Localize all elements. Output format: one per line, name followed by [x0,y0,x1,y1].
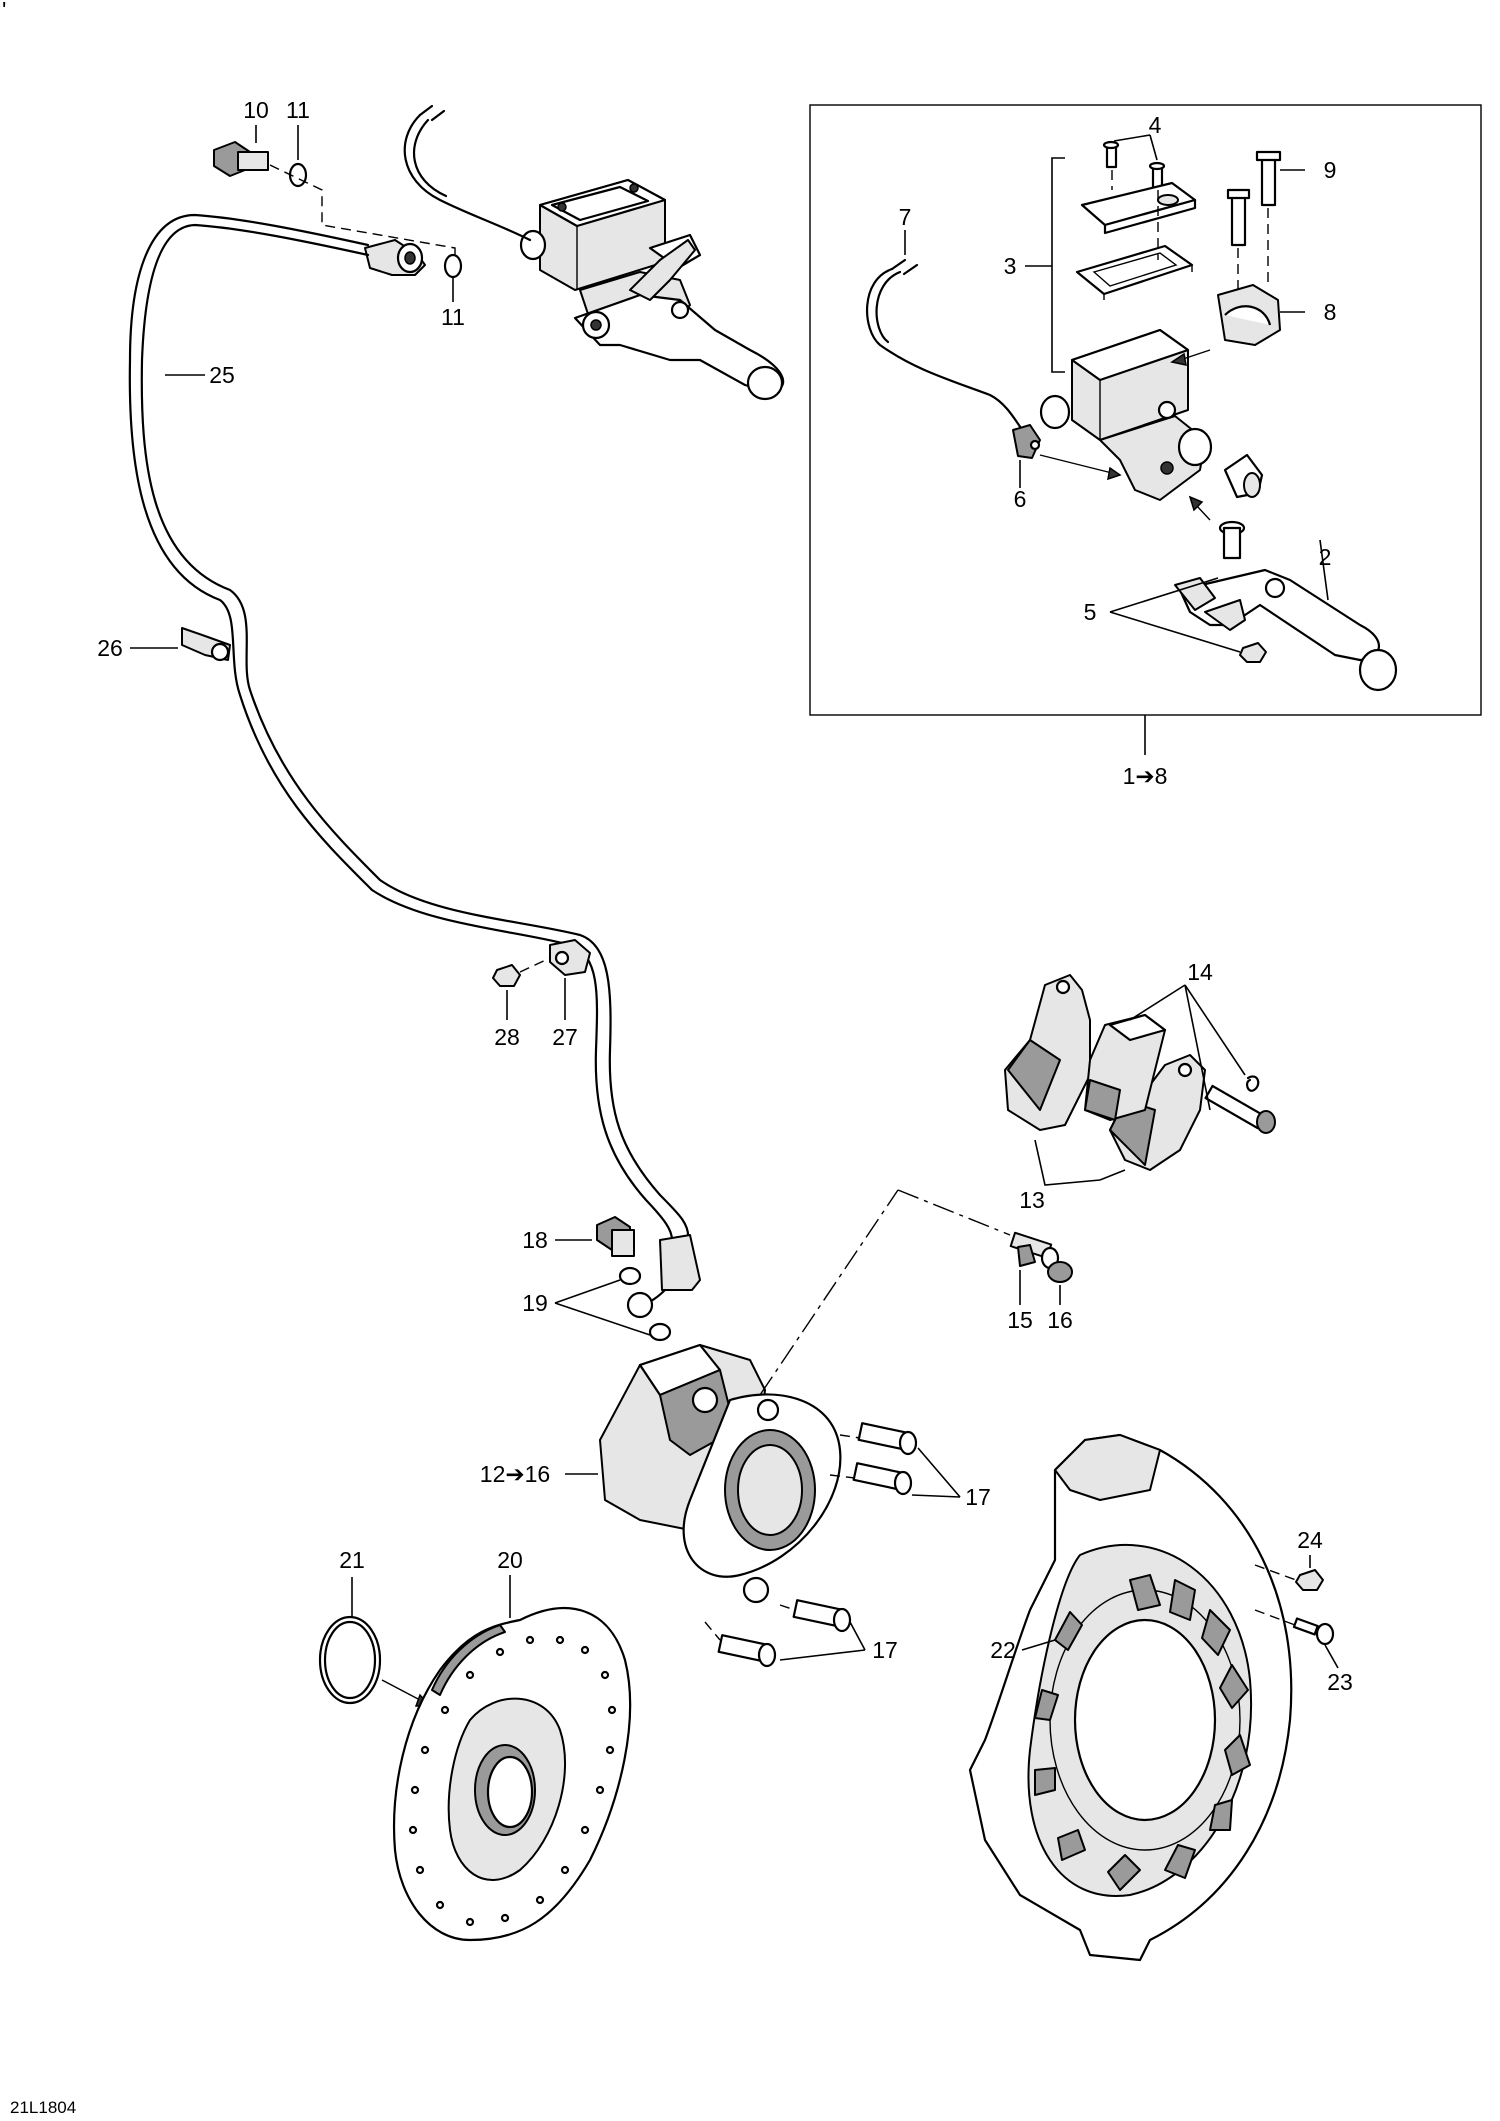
hose-banjo-fitting [364,239,426,276]
part-5-pivot-bolt-and-nut [1109,577,1267,663]
callout-23: 23 [1327,1669,1353,1695]
callout-4: 4 [1149,112,1162,138]
callout-17-upper: 17 [965,1484,991,1510]
callout-20: 20 [497,1547,523,1573]
part-26-hose-clip [130,627,231,662]
callout-27: 27 [552,1024,578,1050]
rotor-holes [408,1635,617,1927]
corner-mark: ' [2,0,6,23]
part-9-clamp-bolts [1226,150,1305,290]
part-17-caliper-bolts-upper [829,1422,961,1498]
callout-16: 16 [1047,1307,1073,1333]
part-4-reservoir-cover-screws [1102,134,1166,190]
brake-caliper-assembly [565,1343,842,1604]
part-19-sealing-washers [554,1266,672,1342]
callout-9: 9 [1324,157,1337,183]
part-25-brake-hose [128,213,690,1242]
part-23-screw [1254,1609,1339,1669]
callout-24: 24 [1297,1527,1323,1553]
part-28-nut [492,957,551,1020]
callout-5: 5 [1084,599,1097,625]
callout-14: 14 [1187,959,1213,985]
callout-25: 25 [209,362,235,388]
callout-12-16: 12➔16 [480,1461,550,1487]
master-cylinder-assembly [519,178,785,401]
part-14-pad-retainer-kit [1084,984,1276,1134]
part-10-banjo-bolt [213,125,269,177]
callout-6: 6 [1014,486,1027,512]
part-13-brake-pads [1004,974,1206,1186]
callout-2: 2 [1319,544,1332,570]
callout-3: 3 [1004,253,1017,279]
figure-code: 21L1804 [10,2098,76,2117]
callout-10: 10 [243,97,269,123]
master-cylinder-detail-box [809,104,1482,755]
master-cylinder-body-detail [1039,328,1213,501]
callout-22: 22 [990,1637,1016,1663]
part-18-banjo-bolt [555,1216,635,1257]
callout-11-lower: 11 [441,304,465,330]
callout-28: 28 [494,1024,520,1050]
part-3-reservoir-assembly-bracket [1025,157,1065,373]
callout-1-8: 1➔8 [1123,763,1168,789]
callout-15: 15 [1007,1307,1033,1333]
part-22-disc-guard [968,1433,1293,1962]
callout-26: 26 [97,635,123,661]
callout-21: 21 [339,1547,365,1573]
part-6-brake-light-switch [1012,424,1122,488]
callout-17-lower: 17 [872,1637,898,1663]
callout-19: 19 [522,1290,548,1316]
part-11-sealing-washer-lower [443,253,463,302]
brake-switch-wire [403,104,532,242]
callout-11-upper: 11 [286,97,310,123]
part-7-brake-light-switch-wire [865,230,1032,442]
part-16-bleeder-cap [1047,1261,1073,1305]
reservoir-diaphragm [1075,244,1194,300]
lever-pivot-bolt [1188,495,1246,560]
part-24-nut [1254,1555,1324,1591]
part-8-handlebar-clamp [1170,284,1305,366]
callout-8: 8 [1324,299,1337,325]
callout-18: 18 [522,1227,548,1253]
caliper-banjo-fitting [626,1234,701,1319]
callout-13: 13 [1019,1187,1045,1213]
lever-pivot-boot [1223,453,1264,499]
part-27-hose-clamp [549,939,591,1020]
guard-vent-slots [1034,1574,1251,1891]
part-2-brake-lever [1174,539,1398,692]
part-17-caliper-bolts-lower [704,1599,866,1668]
part-20-brake-rotor [392,1575,632,1942]
callout-labels: 1➔8 2 3 4 5 6 7 8 9 10 11 11 12➔16 13 14… [97,97,1353,1695]
callout-7: 7 [899,204,912,230]
part-11-sealing-washer-upper [288,125,308,188]
part-21-o-ring [318,1577,432,1707]
reservoir-cover [1080,181,1197,235]
